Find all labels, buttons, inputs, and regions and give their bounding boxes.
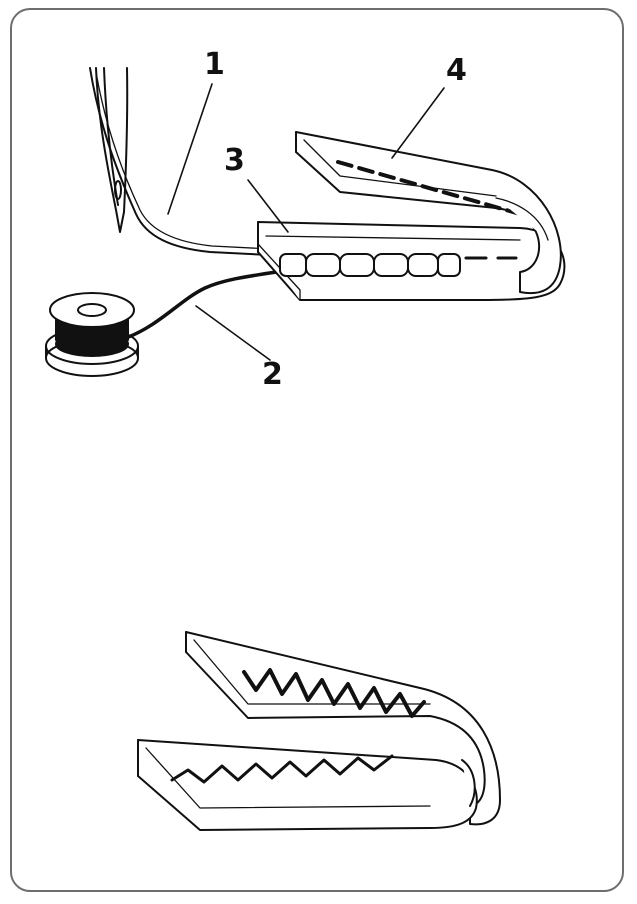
leader-line-1 bbox=[168, 84, 212, 214]
callout-2: 2 bbox=[262, 357, 283, 392]
lower-fabric-zigzag bbox=[138, 740, 477, 830]
callout-3: 3 bbox=[224, 143, 245, 178]
needle bbox=[96, 68, 127, 232]
leader-line-2 bbox=[196, 306, 270, 360]
callout-1: 1 bbox=[204, 47, 225, 82]
bobbin-thread bbox=[126, 270, 290, 338]
callout-4: 4 bbox=[446, 53, 467, 88]
leader-lines bbox=[168, 84, 444, 360]
leader-line-4 bbox=[392, 88, 444, 158]
bobbin bbox=[46, 293, 138, 376]
